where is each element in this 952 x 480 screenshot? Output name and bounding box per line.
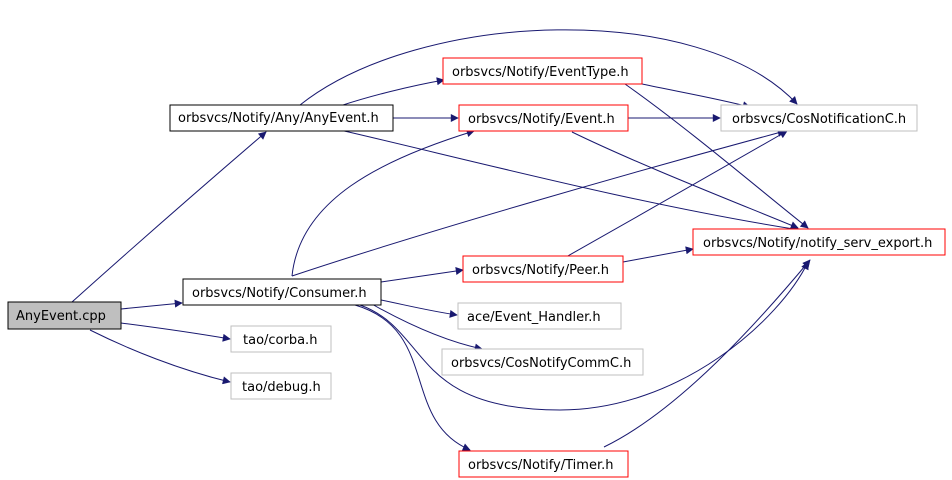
node-label: orbsvcs/CosNotifyCommC.h: [451, 356, 631, 371]
node-label: orbsvcs/Notify/EventType.h: [452, 65, 629, 80]
edge-consumer-h-to-cosnotificationc-h: [291, 129, 786, 277]
edge-eventtype-h-to-cosnotificationc-h: [641, 83, 751, 110]
node-label: AnyEvent.cpp: [16, 309, 106, 324]
edge-consumer-h-to-event-h: [291, 129, 475, 277]
node-tao-corba-h[interactable]: tao/corba.h: [230, 325, 332, 353]
edge-any-anyevent-h-to-cosnotificationc-h: [299, 29, 798, 106]
node-cosnotificationc-h[interactable]: orbsvcs/CosNotificationC.h: [720, 104, 918, 132]
node-anyevent-cpp[interactable]: AnyEvent.cpp: [7, 301, 122, 330]
node-timer-h[interactable]: orbsvcs/Notify/Timer.h: [458, 450, 629, 478]
edge-peer-h-to-notify-serv-export-h: [622, 246, 694, 263]
node-any-anyevent-h[interactable]: orbsvcs/Notify/Any/AnyEvent.h: [169, 104, 394, 132]
node-label: ace/Event_Handler.h: [467, 310, 601, 325]
node-event-h[interactable]: orbsvcs/Notify/Event.h: [458, 104, 629, 132]
edge-event-h-to-notify-serv-export-h: [571, 131, 799, 229]
node-eventtype-h[interactable]: orbsvcs/Notify/EventType.h: [442, 57, 643, 85]
edge-anyevent-cpp-to-any-anyevent-h: [71, 131, 267, 303]
node-label: orbsvcs/Notify/notify_serv_export.h: [703, 236, 932, 251]
edge-anyevent-cpp-to-consumer-h: [120, 299, 183, 310]
edge-anyevent-cpp-to-tao-debug-h: [89, 329, 231, 385]
node-label: orbsvcs/Notify/Peer.h: [472, 263, 609, 278]
edges: [71, 29, 811, 451]
node-label: orbsvcs/Notify/Timer.h: [468, 458, 613, 473]
node-consumer-h[interactable]: orbsvcs/Notify/Consumer.h: [182, 278, 382, 306]
edge-consumer-h-to-timer-h: [354, 304, 471, 451]
nodes: AnyEvent.cpp orbsvcs/Notify/Any/AnyEvent…: [7, 57, 946, 478]
node-label: tao/debug.h: [242, 380, 321, 395]
edge-eventtype-h-to-notify-serv-export-h: [624, 83, 809, 229]
edge-peer-h-to-cosnotificationc-h: [565, 130, 788, 258]
node-cosnotifycommc-h[interactable]: orbsvcs/CosNotifyCommC.h: [441, 348, 644, 376]
node-label: tao/corba.h: [243, 333, 317, 348]
node-label: orbsvcs/Notify/Event.h: [468, 112, 615, 127]
edge-any-anyevent-h-to-eventtype-h: [339, 77, 445, 107]
edge-consumer-h-to-cosnotifycommc-h: [369, 302, 483, 352]
edge-consumer-h-to-notify-serv-export-h: [359, 261, 809, 411]
node-tao-debug-h[interactable]: tao/debug.h: [230, 372, 332, 400]
node-notify-serv-export-h[interactable]: orbsvcs/Notify/notify_serv_export.h: [692, 228, 946, 256]
edge-any-anyevent-h-to-notify-serv-export-h: [339, 129, 801, 233]
node-label: orbsvcs/Notify/Any/AnyEvent.h: [178, 111, 379, 126]
node-label: orbsvcs/CosNotificationC.h: [732, 112, 906, 127]
edge-consumer-h-to-ace-event-handler-h: [380, 299, 458, 318]
node-peer-h[interactable]: orbsvcs/Notify/Peer.h: [462, 255, 624, 283]
edge-consumer-h-to-peer-h: [380, 267, 464, 283]
node-label: orbsvcs/Notify/Consumer.h: [192, 286, 367, 301]
edge-timer-h-to-notify-serv-export-h: [603, 259, 811, 448]
edge-anyevent-cpp-to-tao-corba-h: [120, 322, 231, 342]
node-ace-event-handler-h[interactable]: ace/Event_Handler.h: [457, 302, 622, 330]
